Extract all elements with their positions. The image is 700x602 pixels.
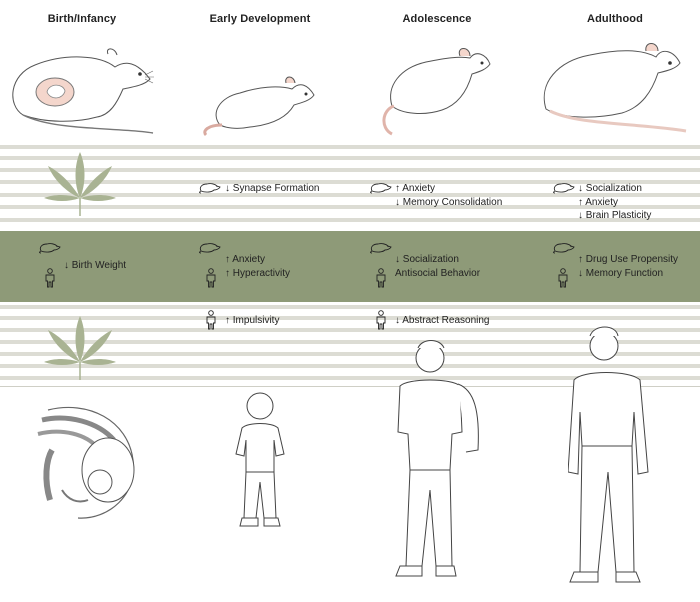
stripe xyxy=(0,376,700,380)
effect-text: ↑ Anxiety xyxy=(578,196,619,208)
stripe xyxy=(0,145,700,149)
person-icon xyxy=(376,310,386,330)
stripe xyxy=(0,316,700,320)
effect-text: ↓ Birth Weight xyxy=(64,260,127,271)
effect-text: ↑ Impulsivity xyxy=(225,315,280,326)
person-icon xyxy=(45,268,55,288)
rat-icon xyxy=(553,243,575,254)
stage-title-early-development: Early Development xyxy=(209,13,311,25)
cannabis-leaf-icon xyxy=(44,152,116,216)
stripe xyxy=(0,218,700,222)
rat-icon xyxy=(199,183,221,194)
effects-lower-early-development: ↑ Impulsivity xyxy=(225,314,279,328)
cannabis-leaf-icon xyxy=(44,316,116,380)
green-band xyxy=(0,231,700,302)
effects-upper-adolescence: ↑ Anxiety ↓ Memory Consolidation xyxy=(395,182,502,209)
rat-icon xyxy=(370,183,392,194)
stage-title-birth-infancy: Birth/Infancy xyxy=(47,13,117,25)
effects-green-early-development: ↑ Anxiety ↑ Hyperactivity xyxy=(225,253,290,280)
adolescent-illustration xyxy=(395,340,479,577)
effect-text: ↑ Drug Use Propensity xyxy=(578,254,679,265)
effect-text: ↑ Hyperactivity xyxy=(225,267,291,279)
stripe xyxy=(0,168,700,172)
effect-text: ↓ Brain Plasticity xyxy=(578,210,652,221)
stripe xyxy=(0,193,700,197)
effects-lower-adolescence: ↓ Abstract Reasoning xyxy=(395,314,490,328)
rat-illustration-pregnant xyxy=(12,48,154,134)
effects-green-adolescence: ↓ Socialization Antisocial Behavior xyxy=(395,253,480,280)
effect-text: ↑ Anxiety xyxy=(395,183,436,194)
person-icon xyxy=(558,268,568,288)
effects-upper-adulthood: ↓ Socialization ↑ Anxiety ↓ Brain Plasti… xyxy=(578,182,651,223)
effect-text: ↓ Socialization xyxy=(578,183,642,194)
stripe xyxy=(0,305,700,309)
person-icon xyxy=(206,310,216,330)
stripe xyxy=(0,180,700,184)
fetus-in-womb-illustration xyxy=(37,406,135,519)
rat-illustration-adolescent xyxy=(382,48,491,136)
person-icon xyxy=(206,268,216,288)
stripe xyxy=(0,205,700,209)
stage-title-adolescence: Adolescence xyxy=(402,13,472,25)
effects-green-birth-infancy: ↓ Birth Weight xyxy=(64,259,126,273)
effect-text: ↓ Synapse Formation xyxy=(225,183,320,194)
rat-illustration-young xyxy=(203,76,315,137)
stripe xyxy=(0,156,700,160)
rat-icon xyxy=(370,243,392,254)
effect-text: Antisocial Behavior xyxy=(395,267,481,279)
effects-upper-early-development: ↓ Synapse Formation xyxy=(225,182,320,196)
rat-icon xyxy=(553,183,575,194)
stripe xyxy=(0,340,700,344)
effect-text: ↓ Memory Function xyxy=(578,267,664,279)
rat-icon xyxy=(39,243,61,254)
person-icon xyxy=(376,268,386,288)
effect-text: ↓ Memory Consolidation xyxy=(395,196,503,208)
effects-green-adulthood: ↑ Drug Use Propensity ↓ Memory Function xyxy=(578,253,678,280)
effect-text: ↓ Socialization xyxy=(395,254,459,265)
stage-title-adulthood: Adulthood xyxy=(587,13,643,25)
rat-icon xyxy=(199,243,221,254)
stripe xyxy=(0,364,700,368)
adult-illustration xyxy=(568,326,649,583)
rat-illustration-adult xyxy=(543,43,687,133)
band-divider xyxy=(0,386,700,387)
effect-text: ↓ Abstract Reasoning xyxy=(395,315,490,326)
stripe xyxy=(0,352,700,356)
stripe xyxy=(0,328,700,332)
toddler-illustration xyxy=(235,392,285,527)
effect-text: ↑ Anxiety xyxy=(225,254,266,265)
